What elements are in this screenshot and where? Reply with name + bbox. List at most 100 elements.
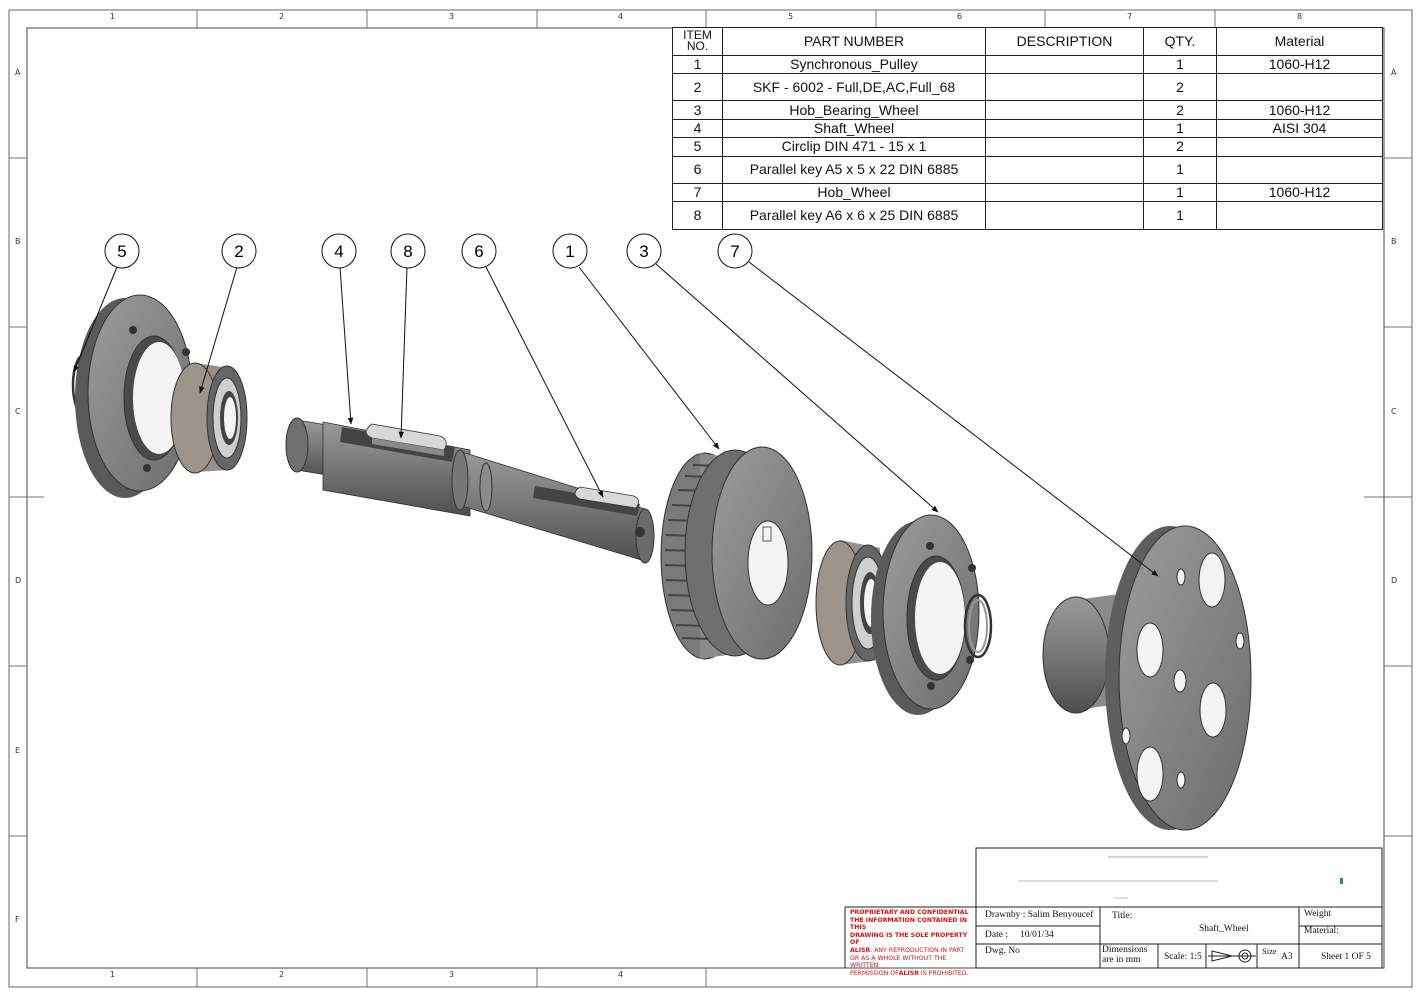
bom-qty-cell: 2 [1143,72,1217,102]
zone-row-c-left: C [15,407,21,416]
date-label: Date : [985,930,1008,940]
sheet-label: Sheet 1 OF 5 [1321,952,1371,962]
svg-text:2: 2 [234,242,243,261]
proprietary-line-2: THE INFORMATION CONTAINED IN THIS [850,916,968,932]
zone-row-d-right: D [1391,576,1398,585]
title-block-frame [844,847,1383,969]
svg-text:4: 4 [334,242,343,261]
zone-col-5: 5 [788,12,794,21]
bom-material-cell [1216,201,1383,230]
projection-symbol-icon [1208,949,1256,963]
table-row: 3 Hob_Bearing_Wheel 2 1060-H12 [672,100,1383,120]
balloon-item-5: 5 [104,233,140,269]
balloon-item-4: 4 [321,233,357,269]
title-label: Title: [1112,911,1133,921]
faded-university-header [1018,856,1343,899]
bom-item-cell: 2 [672,72,723,102]
bom-part-cell: Circlip DIN 471 - 15 x 1 [722,137,986,157]
dimensions-note: Dimensions are in mm [1102,945,1147,965]
bearing-housing-left [75,294,193,498]
zone-row-c-right: C [1391,407,1397,416]
zone-ticks [9,10,1412,987]
bom-material-cell: 1060-H12 [1216,183,1383,203]
table-row: 7 Hob_Wheel 1 1060-H12 [672,183,1383,203]
proprietary-line-1: PROPRIETARY AND CONFIDENTIAL [850,909,969,916]
dimensions-label-2: are in mm [1102,955,1141,965]
zone-col-4: 4 [618,12,624,21]
bom-item-cell: 8 [672,201,723,230]
bom-qty-cell: 1 [1143,183,1217,203]
circlip-right [963,593,993,659]
date-value: 10/01/34 [1020,930,1054,940]
zone-row-e-left: E [15,746,21,755]
outer-border [8,9,1413,988]
size-value: A3 [1281,952,1293,962]
zone-col-bottom-3: 3 [449,970,455,979]
bom-description-cell [985,72,1144,102]
bom-part-cell: Hob_Wheel [722,183,986,203]
balloon-item-8: 8 [390,233,426,269]
proprietary-company-2: ALISR [898,969,919,977]
proprietary-line-6: PERMISSION OF [850,969,899,977]
bom-description-cell [985,137,1144,157]
proprietary-line-3: DRAWING IS THE SOLE PROPERTY OF [850,931,968,947]
zone-col-bottom-4: 4 [618,970,624,979]
parallel-key-a5 [574,486,639,509]
synchronous-pulley [660,446,813,660]
zone-row-a-right: A [1391,68,1397,77]
bom-part-cell: Parallel key A6 x 6 x 25 DIN 6885 [722,201,986,230]
proprietary-line-7: IS PROHIBITED. [918,969,969,977]
bom-item-cell: 5 [672,137,723,157]
bom-material-cell [1216,137,1383,157]
size-label: Size [1262,946,1277,956]
hob-bearing-wheel [871,514,980,715]
drawing-title: Shaft_Wheel [1199,924,1249,934]
bom-description-cell [985,201,1144,230]
table-row: 8 Parallel key A6 x 6 x 25 DIN 6885 1 [672,201,1383,230]
zone-col-bottom-1: 1 [110,970,116,979]
balloon-item-3: 3 [626,233,662,269]
bom-part-cell: Parallel key A5 x 5 x 22 DIN 6885 [722,155,986,185]
zone-col-1: 1 [110,12,116,21]
bom-material-cell: AISI 304 [1216,118,1383,139]
zone-col-8: 8 [1297,12,1303,21]
balloon-item-6: 6 [461,233,497,269]
scale-label: Scale: 1:5 [1164,952,1202,962]
bom-header-description: DESCRIPTION [985,27,1144,56]
zone-row-d-left: D [15,576,22,585]
bom-item-cell: 4 [672,118,723,139]
table-row: 6 Parallel key A5 x 5 x 22 DIN 6885 1 [672,155,1383,185]
bom-qty-cell: 1 [1143,155,1217,185]
bom-part-cell: Hob_Bearing_Wheel [722,100,986,120]
table-row: 4 Shaft_Wheel 1 AISI 304 [672,118,1383,139]
svg-text:1: 1 [565,242,574,261]
dimensions-label-1: Dimensions [1102,945,1148,955]
parallel-key-a6 [365,423,447,456]
dwg-no-label: Dwg. No [985,946,1020,956]
proprietary-line-5: OR AS A WHOLE WITHOUT THE WRITTEN [850,954,947,970]
bom-item-cell: 7 [672,183,723,203]
bom-material-cell: 1060-H12 [1216,100,1383,120]
bom-item-cell: 3 [672,100,723,120]
zone-col-2: 2 [279,12,285,21]
weight-label: Weight [1304,909,1332,919]
svg-text:8: 8 [403,242,412,261]
bill-of-materials-table: ITEM NO. PART NUMBER DESCRIPTION QTY. Ma… [672,27,1383,230]
balloon-item-2: 2 [221,233,257,269]
bom-description-cell [985,100,1144,120]
bom-part-cell: Shaft_Wheel [722,118,986,139]
hob-wheel [1042,525,1252,831]
bom-header-item-no: ITEM NO. [672,27,723,56]
drawn-by: Drawnby : Salim Benyoucef [985,910,1094,920]
bom-header-part-number: PART NUMBER [722,27,986,56]
bom-part-cell: Synchronous_Pulley [722,54,986,74]
table-row: 2 SKF - 6002 - Full,DE,AC,Full_68 2 [672,72,1383,102]
svg-text:7: 7 [730,242,739,261]
proprietary-company: ALISR [850,946,871,954]
balloon-item-1: 1 [552,233,588,269]
zone-col-6: 6 [957,12,963,21]
bom-description-cell [985,54,1144,74]
material-label: Material: [1304,926,1339,936]
bom-material-cell [1216,155,1383,185]
zone-row-f-left: F [15,915,20,924]
